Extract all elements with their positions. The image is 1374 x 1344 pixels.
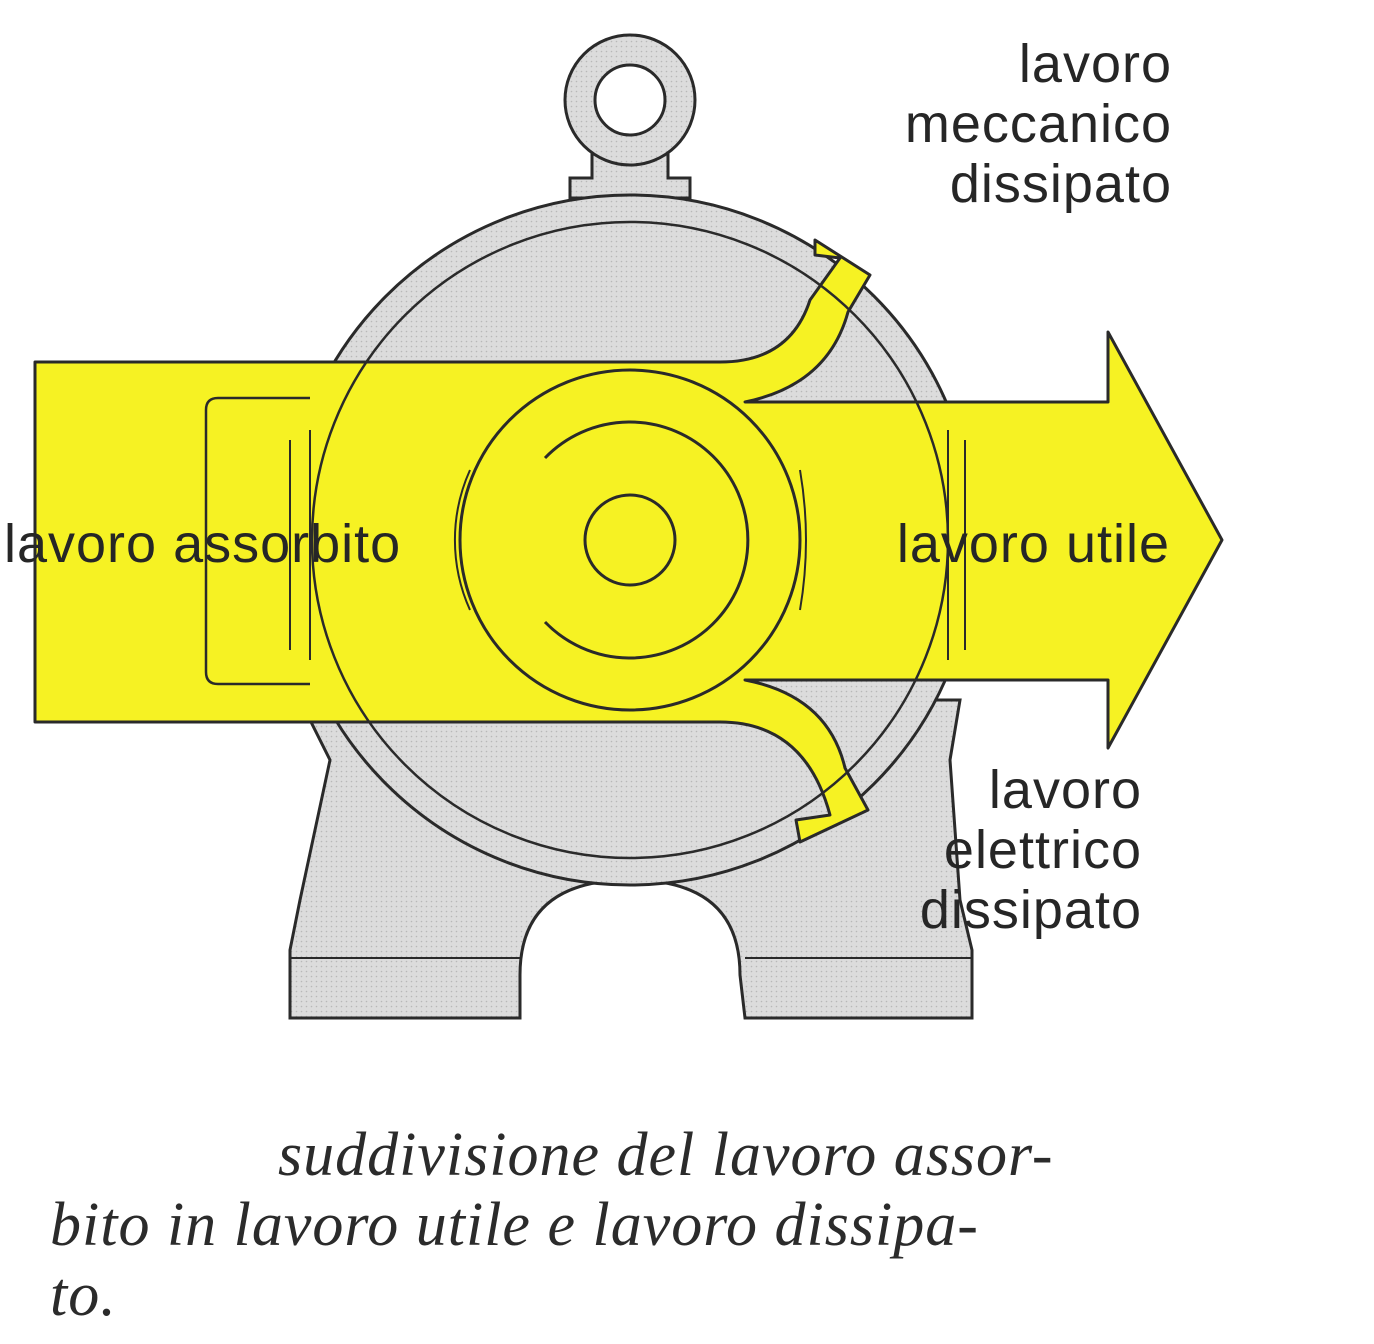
- rotor-arc-left: [453, 469, 471, 611]
- caption-line1: suddivisione del lavoro assor-: [278, 1121, 1054, 1189]
- label-mechanical-line3: dissipato: [949, 154, 1172, 214]
- shaft-line-right: [799, 469, 807, 611]
- label-useful-work: lavoro utile: [896, 514, 1170, 574]
- figure-caption: suddivisione del lavoro assor- bito in l…: [50, 1120, 1230, 1330]
- motor-internals: [204, 220, 966, 860]
- label-mechanical-loss: lavoro meccanico dissipato: [905, 34, 1172, 214]
- housing-rib-left: [289, 430, 311, 660]
- rotor-circle: [458, 368, 802, 712]
- label-absorbed-work: lavoro assorbito: [4, 514, 402, 574]
- energy-flow: [33, 238, 1224, 844]
- housing-rib-right: [947, 430, 966, 660]
- label-electrical-line2: elettrico: [943, 820, 1142, 880]
- shaft-arc-outer: [543, 420, 750, 660]
- label-electrical-line3: dissipato: [919, 880, 1142, 940]
- terminal-box: [204, 396, 310, 686]
- caption-line2: bito in lavoro utile e lavoro dissipa-: [50, 1191, 979, 1259]
- label-mechanical-line2: meccanico: [904, 94, 1172, 154]
- label-electrical-line1: lavoro: [988, 760, 1142, 820]
- absorbed-flow-band: [33, 238, 1224, 844]
- label-electrical-loss: lavoro elettrico dissipato: [920, 760, 1142, 940]
- label-mechanical-line1: lavoro: [1018, 34, 1172, 94]
- lifting-ring-hole: [593, 63, 667, 137]
- caption-line3: to.: [50, 1261, 117, 1329]
- shaft-circle: [583, 493, 677, 587]
